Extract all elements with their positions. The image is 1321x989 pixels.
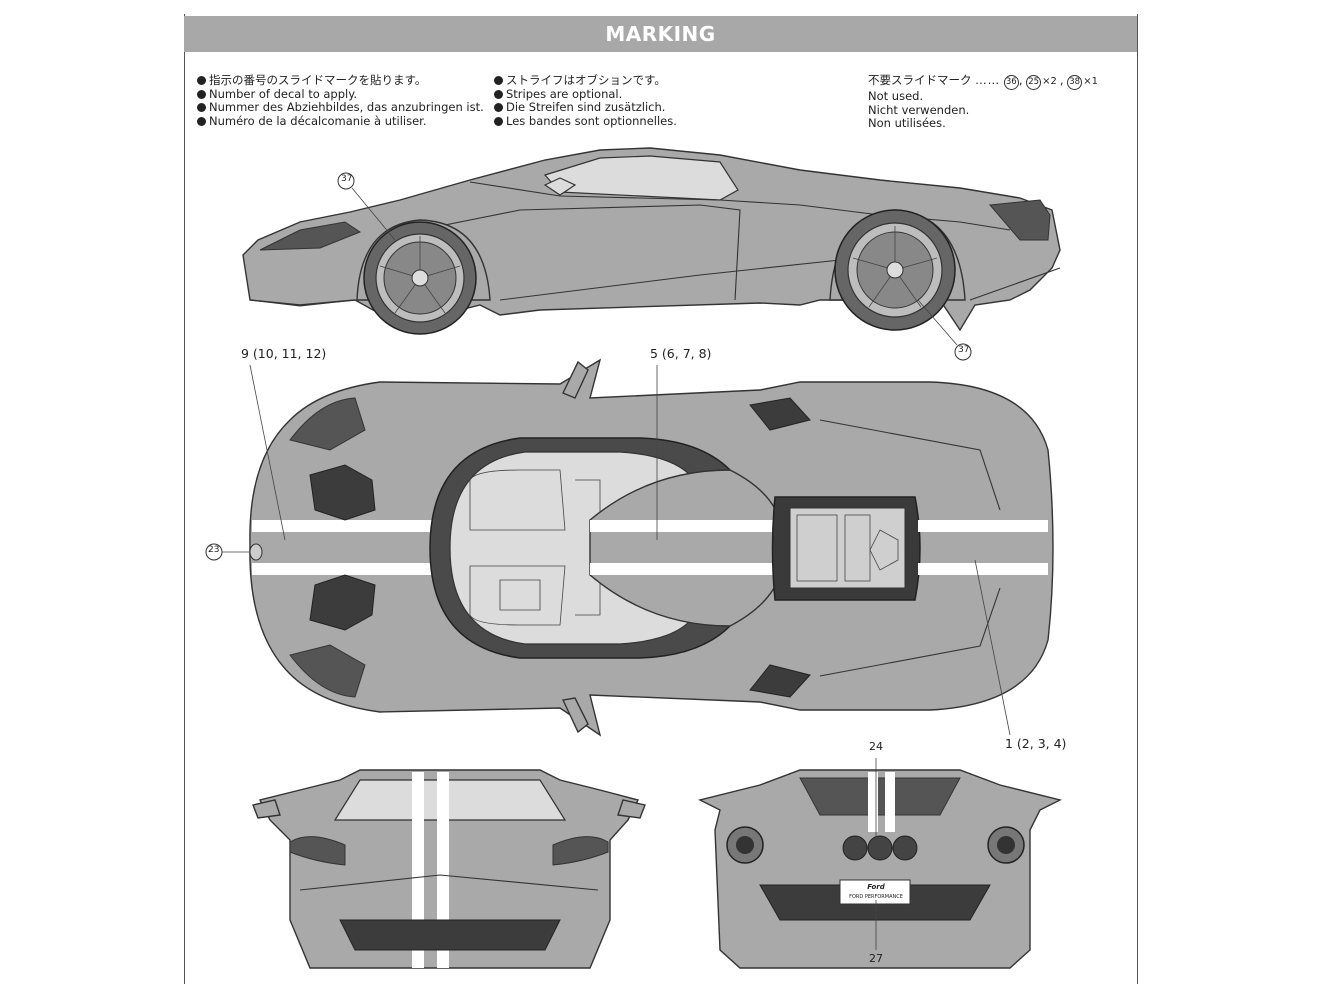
callout-24: 24 [869, 740, 883, 753]
rear-badge: Ford FORD PERFORMANCE [846, 882, 906, 902]
side-view [242, 147, 1061, 361]
header-banner: MARKING [184, 16, 1137, 52]
callout-27: 27 [869, 952, 883, 965]
note-fr: Numéro de la décalcomanie à utiliser. [209, 113, 427, 128]
rear-badge-text: FORD PERFORMANCE [849, 894, 903, 900]
not-used-fr: Non utilisées. [868, 116, 946, 130]
callout-37-top: 37 [341, 174, 353, 184]
callout-1-4: 1 (2, 3, 4) [1005, 736, 1067, 751]
callout-5-8: 5 (6, 7, 8) [650, 346, 712, 361]
callout-23: 23 [208, 545, 220, 555]
page-title: MARKING [605, 22, 716, 46]
ford-logo: Ford [867, 883, 885, 891]
front-view [252, 769, 646, 969]
bullet-icon [197, 89, 206, 99]
top-view [205, 358, 1054, 737]
note-stripes-en: Stripes are optional. [506, 86, 623, 101]
decal-number-badge: 38 [1067, 75, 1083, 90]
rear-view [697, 758, 1063, 969]
bullet-icon [494, 103, 503, 112]
note-stripes-fr: Les bandes sont optionnelles. [506, 113, 677, 128]
bullet-icon [494, 116, 503, 126]
not-used-title: 不要スライドマーク [868, 73, 972, 87]
not-used-leader: …… [975, 73, 1001, 87]
note-stripes-de: Die Streifen sind zusätzlich. [506, 100, 666, 114]
not-used-en: Not used. [868, 89, 924, 103]
callout-37-bottom: 37 [958, 345, 970, 355]
bullet-icon [197, 76, 206, 85]
note-stripes-ja: ストライフはオブションです。 [506, 73, 666, 87]
bullet-icon [494, 89, 503, 99]
note-en: Number of decal to apply. [209, 86, 358, 101]
note-de: Nummer des Abziehbildes, das anzubringen… [209, 100, 484, 114]
not-used-de: Nicht verwenden. [868, 102, 970, 117]
notes-middle: ストライフはオブションです。 Stripes are optional. Die… [494, 73, 677, 128]
notes-not-used: 不要スライドマーク …… 36, 25×2, 38×1 Not used. Ni… [868, 73, 1101, 131]
decal-number-badge: 36 [1003, 75, 1019, 90]
callout-9-12: 9 (10, 11, 12) [241, 346, 327, 361]
page-frame [184, 14, 1138, 984]
note-ja: 指示の番号のスライドマークを貼ります。 [209, 73, 427, 87]
decal-number-badge: 25 [1026, 75, 1042, 90]
bullet-icon [494, 76, 503, 85]
bullet-icon [197, 116, 206, 126]
notes-left: 指示の番号のスライドマークを貼ります。 Number of decal to a… [197, 73, 484, 128]
bullet-icon [197, 103, 206, 112]
